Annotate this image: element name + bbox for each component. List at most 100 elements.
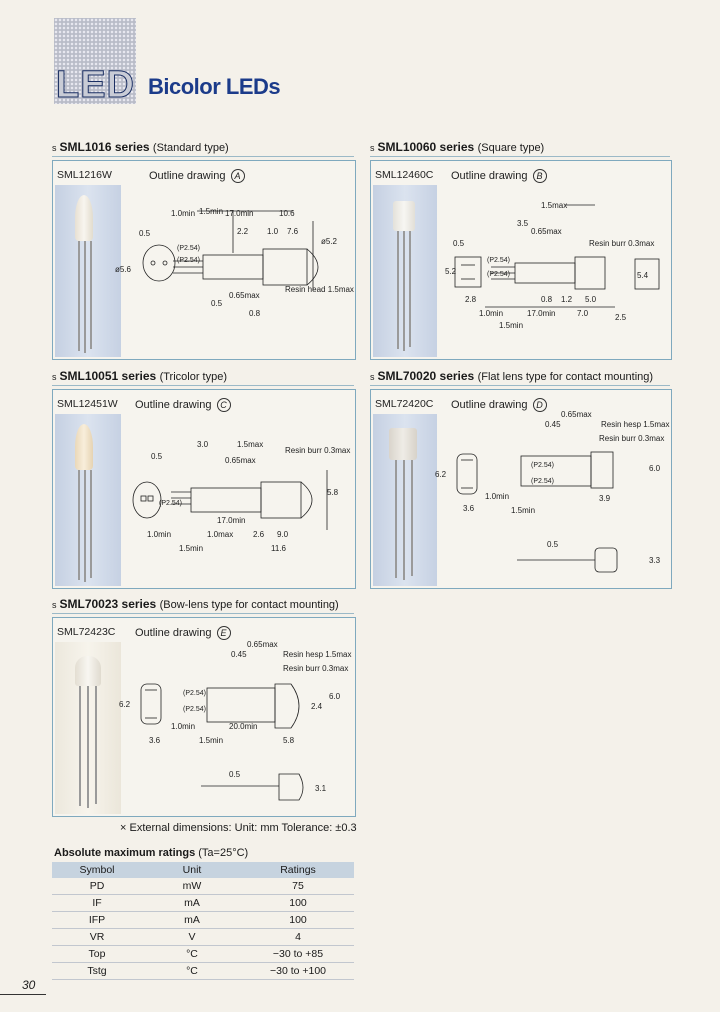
led-lead (403, 460, 405, 580)
led-lead (411, 460, 413, 576)
series-type: (Tricolor type) (159, 371, 228, 383)
dim-label: Resin burr 0.3max (599, 434, 665, 443)
dim-label: (P2.54) (159, 500, 182, 507)
logo-dot-grid (54, 18, 136, 104)
outline-prefix: Outline drawing (451, 170, 528, 182)
led-lead (84, 470, 86, 582)
dim-label: Resin head 1.5max (285, 285, 354, 294)
unit-cell: mW (142, 878, 242, 895)
bullet-marker: s (370, 372, 375, 382)
dim-label: 2.8 (465, 295, 477, 304)
dim-label: Resin burr 0.3max (589, 239, 655, 248)
dim-label: 3.6 (149, 736, 161, 745)
led-lead (95, 686, 97, 804)
dim-label: 0.5 (211, 299, 223, 308)
dim-label: 3.6 (463, 504, 475, 513)
dim-label: 0.65max (531, 227, 562, 236)
led-lead (395, 460, 397, 578)
outline-letter: C (216, 398, 231, 412)
outline-letter: E (216, 626, 231, 640)
dim-label: 1.0 (267, 227, 279, 236)
led-lens (75, 424, 93, 470)
dim-label: 0.65max (561, 410, 592, 419)
dim-label: 2.6 (253, 530, 265, 539)
dim-label: 0.5 (547, 540, 559, 549)
column-header: Unit (142, 862, 242, 878)
outline-letter: B (532, 169, 547, 183)
ratings-title-main: Absolute maximum ratings (54, 847, 196, 859)
led-lead (78, 241, 80, 351)
dim-label: Resin burr 0.3max (285, 446, 351, 455)
dim-label: 1.0min (485, 492, 510, 501)
dim-label: Resin hesp 1.5max (283, 650, 352, 659)
led-lens (389, 428, 417, 460)
dim-label: (P2.54) (183, 706, 206, 713)
rating-cell: 75 (242, 878, 354, 895)
dim-label: (P2.54) (487, 257, 510, 264)
symbol-cell: Top (52, 945, 142, 963)
section-rule (370, 156, 670, 157)
section-rule (52, 156, 354, 157)
outline-label: Outline drawing A (149, 169, 245, 183)
dim-label: 1.5min (179, 544, 204, 553)
led-photo (55, 185, 121, 357)
dim-label: 5.4 (637, 271, 649, 280)
dim-label: 0.65max (225, 456, 256, 465)
led-lead (79, 686, 81, 806)
bullet-marker: s (52, 143, 57, 153)
led-lens (75, 656, 101, 686)
led-lens (75, 195, 93, 241)
section-rule (370, 385, 670, 386)
dim-label: 7.6 (287, 227, 299, 236)
symbol-cell: VR (52, 928, 142, 946)
dim-label: 1.0min (479, 309, 504, 318)
outline-label: Outline drawing C (135, 398, 231, 412)
dim-label: 2.4 (311, 702, 323, 711)
column-header: Ratings (242, 862, 354, 878)
table-row: Tstg°C−30 to +100 (52, 962, 354, 980)
dim-label: 0.65max (247, 640, 278, 649)
outline-drawing-c (132, 470, 328, 530)
series-type: (Flat lens type for contact mounting) (477, 371, 654, 383)
dim-label: 17.0min (217, 516, 246, 525)
part-number: SML1216W (57, 169, 112, 181)
symbol-cell: IF (52, 894, 142, 912)
panel-sml70020: SML72420C Outline drawing D 0.45 0.65max… (370, 389, 672, 589)
dim-label: (P2.54) (177, 257, 200, 264)
dim-label: 0.5 (151, 452, 163, 461)
outline-prefix: Outline drawing (135, 627, 212, 639)
bullet-marker: s (52, 600, 57, 610)
page-number: 30 (22, 978, 36, 992)
section-rule (52, 385, 354, 386)
dim-label: 1.5max (541, 201, 568, 210)
panel-sml1016: SML1216W Outline drawing A 1.0min 1.5min… (52, 160, 356, 360)
dim-label: 17.0min (527, 309, 556, 318)
dim-label: 0.8 (249, 309, 261, 318)
dim-label: 1.0max (207, 530, 234, 539)
led-lead (90, 470, 92, 578)
dimensions-note: × External dimensions: Unit: mm Toleranc… (120, 822, 357, 834)
rating-cell: −30 to +85 (242, 945, 354, 963)
page-title: Bicolor LEDs (148, 74, 281, 99)
led-photo (373, 414, 437, 586)
series-name: SML10051 series (59, 369, 157, 383)
bullet-marker: s (370, 143, 375, 153)
dim-label: 0.8 (541, 295, 553, 304)
rating-cell: 4 (242, 928, 354, 946)
led-photo (55, 642, 121, 814)
dim-label: 1.5min (199, 736, 224, 745)
outline-letter: A (230, 169, 245, 183)
unit-cell: °C (142, 945, 242, 963)
dim-label: 1.5min (511, 506, 536, 515)
page-number-rule (0, 994, 46, 995)
dim-label: 6.0 (649, 464, 661, 473)
dim-label: 6.2 (119, 700, 131, 709)
column-header: Symbol (52, 862, 142, 878)
dim-label: 6.2 (435, 470, 447, 479)
dim-label: 0.5 (229, 770, 241, 779)
